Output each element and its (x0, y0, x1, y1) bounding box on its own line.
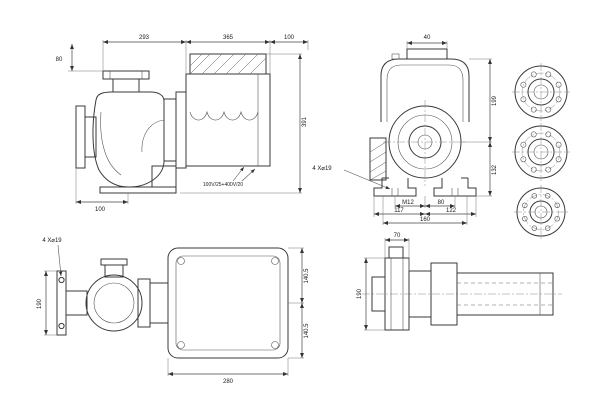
dim-40: 40 (424, 35, 431, 41)
flange-view-3 (514, 185, 568, 239)
dim-293: 293 (139, 35, 150, 41)
dim-70: 70 (394, 233, 401, 239)
holes-callout-top: 4 X⌀19 (42, 238, 62, 244)
dim-160: 160 (420, 217, 431, 223)
thread-callout-m12: M12 (402, 200, 414, 206)
dim-199: 199 (492, 95, 498, 106)
holes-callout-front: 4 X⌀19 (312, 166, 332, 172)
side-view: 293 365 100 80 100 391 100V/25+400V/20 (56, 35, 309, 213)
dim-122: 122 (446, 208, 457, 214)
flange-view-1 (512, 63, 570, 121)
coupling-top (137, 278, 169, 328)
pump-volute (92, 91, 165, 188)
shaft-assembly (371, 246, 554, 331)
front-view: 4 X⌀19 40 M12 80 117 122 160 199 132 (312, 35, 498, 225)
dim-100-bottom: 100 (95, 207, 106, 213)
dim-100-top: 100 (284, 35, 295, 41)
side-bracket (369, 137, 387, 181)
voltage-label: 100V/25+400V/20 (203, 182, 243, 188)
dim-80: 80 (56, 57, 63, 63)
motor-body (185, 53, 271, 167)
shaft-view: 70 190 (357, 233, 562, 331)
dim-365: 365 (223, 35, 234, 41)
dim-140-5-lower: 140.5 (304, 323, 310, 339)
volute-front (383, 100, 467, 186)
top-view: 4 X⌀19 190 280 140.5 140.5 (37, 238, 310, 385)
suction-flange (75, 105, 97, 169)
dim-117: 117 (394, 208, 404, 214)
dim-80-front: 80 (438, 200, 445, 206)
dim-391: 391 (302, 116, 308, 127)
discharge-flange (102, 70, 150, 93)
flange-view-2 (512, 123, 570, 181)
pump-foot (99, 165, 177, 194)
motor-outline (380, 48, 470, 122)
dim-190-top-view: 190 (37, 298, 43, 309)
dim-132: 132 (492, 164, 498, 175)
volute-top (56, 258, 143, 336)
dim-190-shaft-view: 190 (357, 288, 363, 299)
dim-140-5-upper: 140.5 (304, 268, 310, 284)
dim-280: 280 (223, 379, 234, 385)
